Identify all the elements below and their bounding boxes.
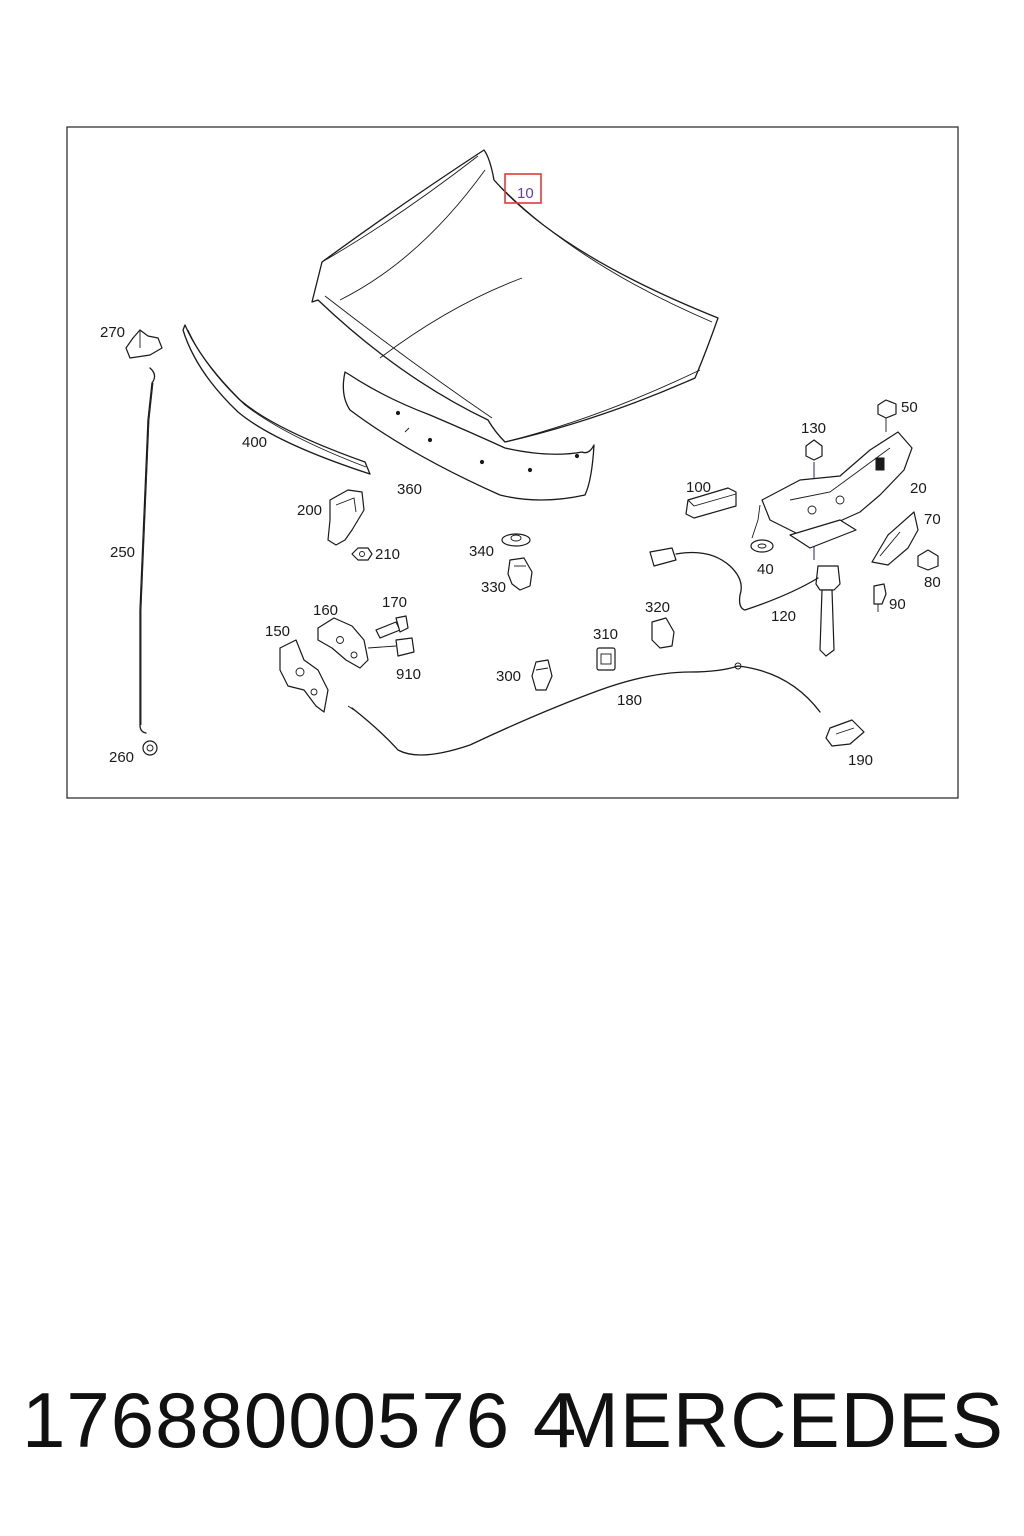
sensor-cable[interactable] bbox=[649, 547, 819, 611]
bolt-170[interactable] bbox=[375, 615, 409, 639]
washer-340[interactable] bbox=[501, 533, 531, 547]
label-130[interactable]: 130 bbox=[801, 420, 826, 437]
label-90[interactable]: 90 bbox=[889, 596, 906, 613]
label-320[interactable]: 320 bbox=[645, 599, 670, 616]
label-20[interactable]: 20 bbox=[910, 480, 927, 497]
brand-name: MERCEDES bbox=[553, 1376, 1004, 1464]
highlight-box bbox=[504, 173, 542, 204]
label-10[interactable]: 10 bbox=[517, 185, 534, 202]
label-260[interactable]: 260 bbox=[109, 749, 134, 766]
bracket-200[interactable] bbox=[327, 489, 365, 546]
label-310[interactable]: 310 bbox=[593, 626, 618, 643]
label-190[interactable]: 190 bbox=[848, 752, 873, 769]
cable-clip-300[interactable] bbox=[531, 659, 553, 691]
cable-holder-320[interactable] bbox=[651, 617, 675, 649]
buffer-330[interactable] bbox=[507, 557, 533, 591]
buffer-strip-100[interactable] bbox=[685, 487, 737, 519]
prop-rod-250[interactable] bbox=[139, 367, 156, 734]
label-40[interactable]: 40 bbox=[757, 561, 774, 578]
label-100[interactable]: 100 bbox=[686, 479, 711, 496]
cover-70[interactable] bbox=[871, 511, 919, 566]
clip-910[interactable] bbox=[367, 637, 415, 657]
label-120[interactable]: 120 bbox=[771, 608, 796, 625]
clip-310[interactable] bbox=[596, 647, 616, 671]
release-handle-190[interactable] bbox=[825, 719, 865, 747]
part-number: 17688000576 4 bbox=[22, 1376, 578, 1464]
hood-panel[interactable] bbox=[311, 149, 719, 443]
label-160[interactable]: 160 bbox=[313, 602, 338, 619]
label-360[interactable]: 360 bbox=[397, 481, 422, 498]
label-300[interactable]: 300 bbox=[496, 668, 521, 685]
insulation-mat[interactable] bbox=[342, 371, 595, 501]
lock-bracket-160[interactable] bbox=[317, 617, 369, 669]
label-340[interactable]: 340 bbox=[469, 543, 494, 560]
catch-bracket-270[interactable] bbox=[125, 329, 163, 359]
clip-90[interactable] bbox=[873, 583, 887, 612]
label-200[interactable]: 200 bbox=[297, 502, 322, 519]
label-330[interactable]: 330 bbox=[481, 579, 506, 596]
release-cable-180[interactable] bbox=[347, 662, 821, 756]
label-250[interactable]: 250 bbox=[110, 544, 135, 561]
label-170[interactable]: 170 bbox=[382, 594, 407, 611]
lock-150[interactable] bbox=[279, 639, 329, 713]
label-270[interactable]: 270 bbox=[100, 324, 125, 341]
label-80[interactable]: 80 bbox=[924, 574, 941, 591]
grommet-80[interactable] bbox=[917, 549, 939, 571]
label-210[interactable]: 210 bbox=[375, 546, 400, 563]
footer: 17688000576 4 MERCEDES bbox=[0, 1375, 1024, 1475]
label-150[interactable]: 150 bbox=[265, 623, 290, 640]
label-50[interactable]: 50 bbox=[901, 399, 918, 416]
gas-strut-120[interactable] bbox=[815, 565, 841, 657]
label-400[interactable]: 400 bbox=[242, 434, 267, 451]
washer-40[interactable] bbox=[750, 504, 774, 553]
seal-strip[interactable] bbox=[182, 324, 371, 475]
label-180[interactable]: 180 bbox=[617, 692, 642, 709]
hinge-20[interactable] bbox=[761, 431, 913, 549]
grommet-260[interactable] bbox=[142, 740, 158, 756]
label-70[interactable]: 70 bbox=[924, 511, 941, 528]
label-910[interactable]: 910 bbox=[396, 666, 421, 683]
clip-nut-210[interactable] bbox=[351, 547, 373, 561]
diagram-frame bbox=[66, 126, 959, 799]
bolt-50[interactable] bbox=[877, 399, 897, 432]
